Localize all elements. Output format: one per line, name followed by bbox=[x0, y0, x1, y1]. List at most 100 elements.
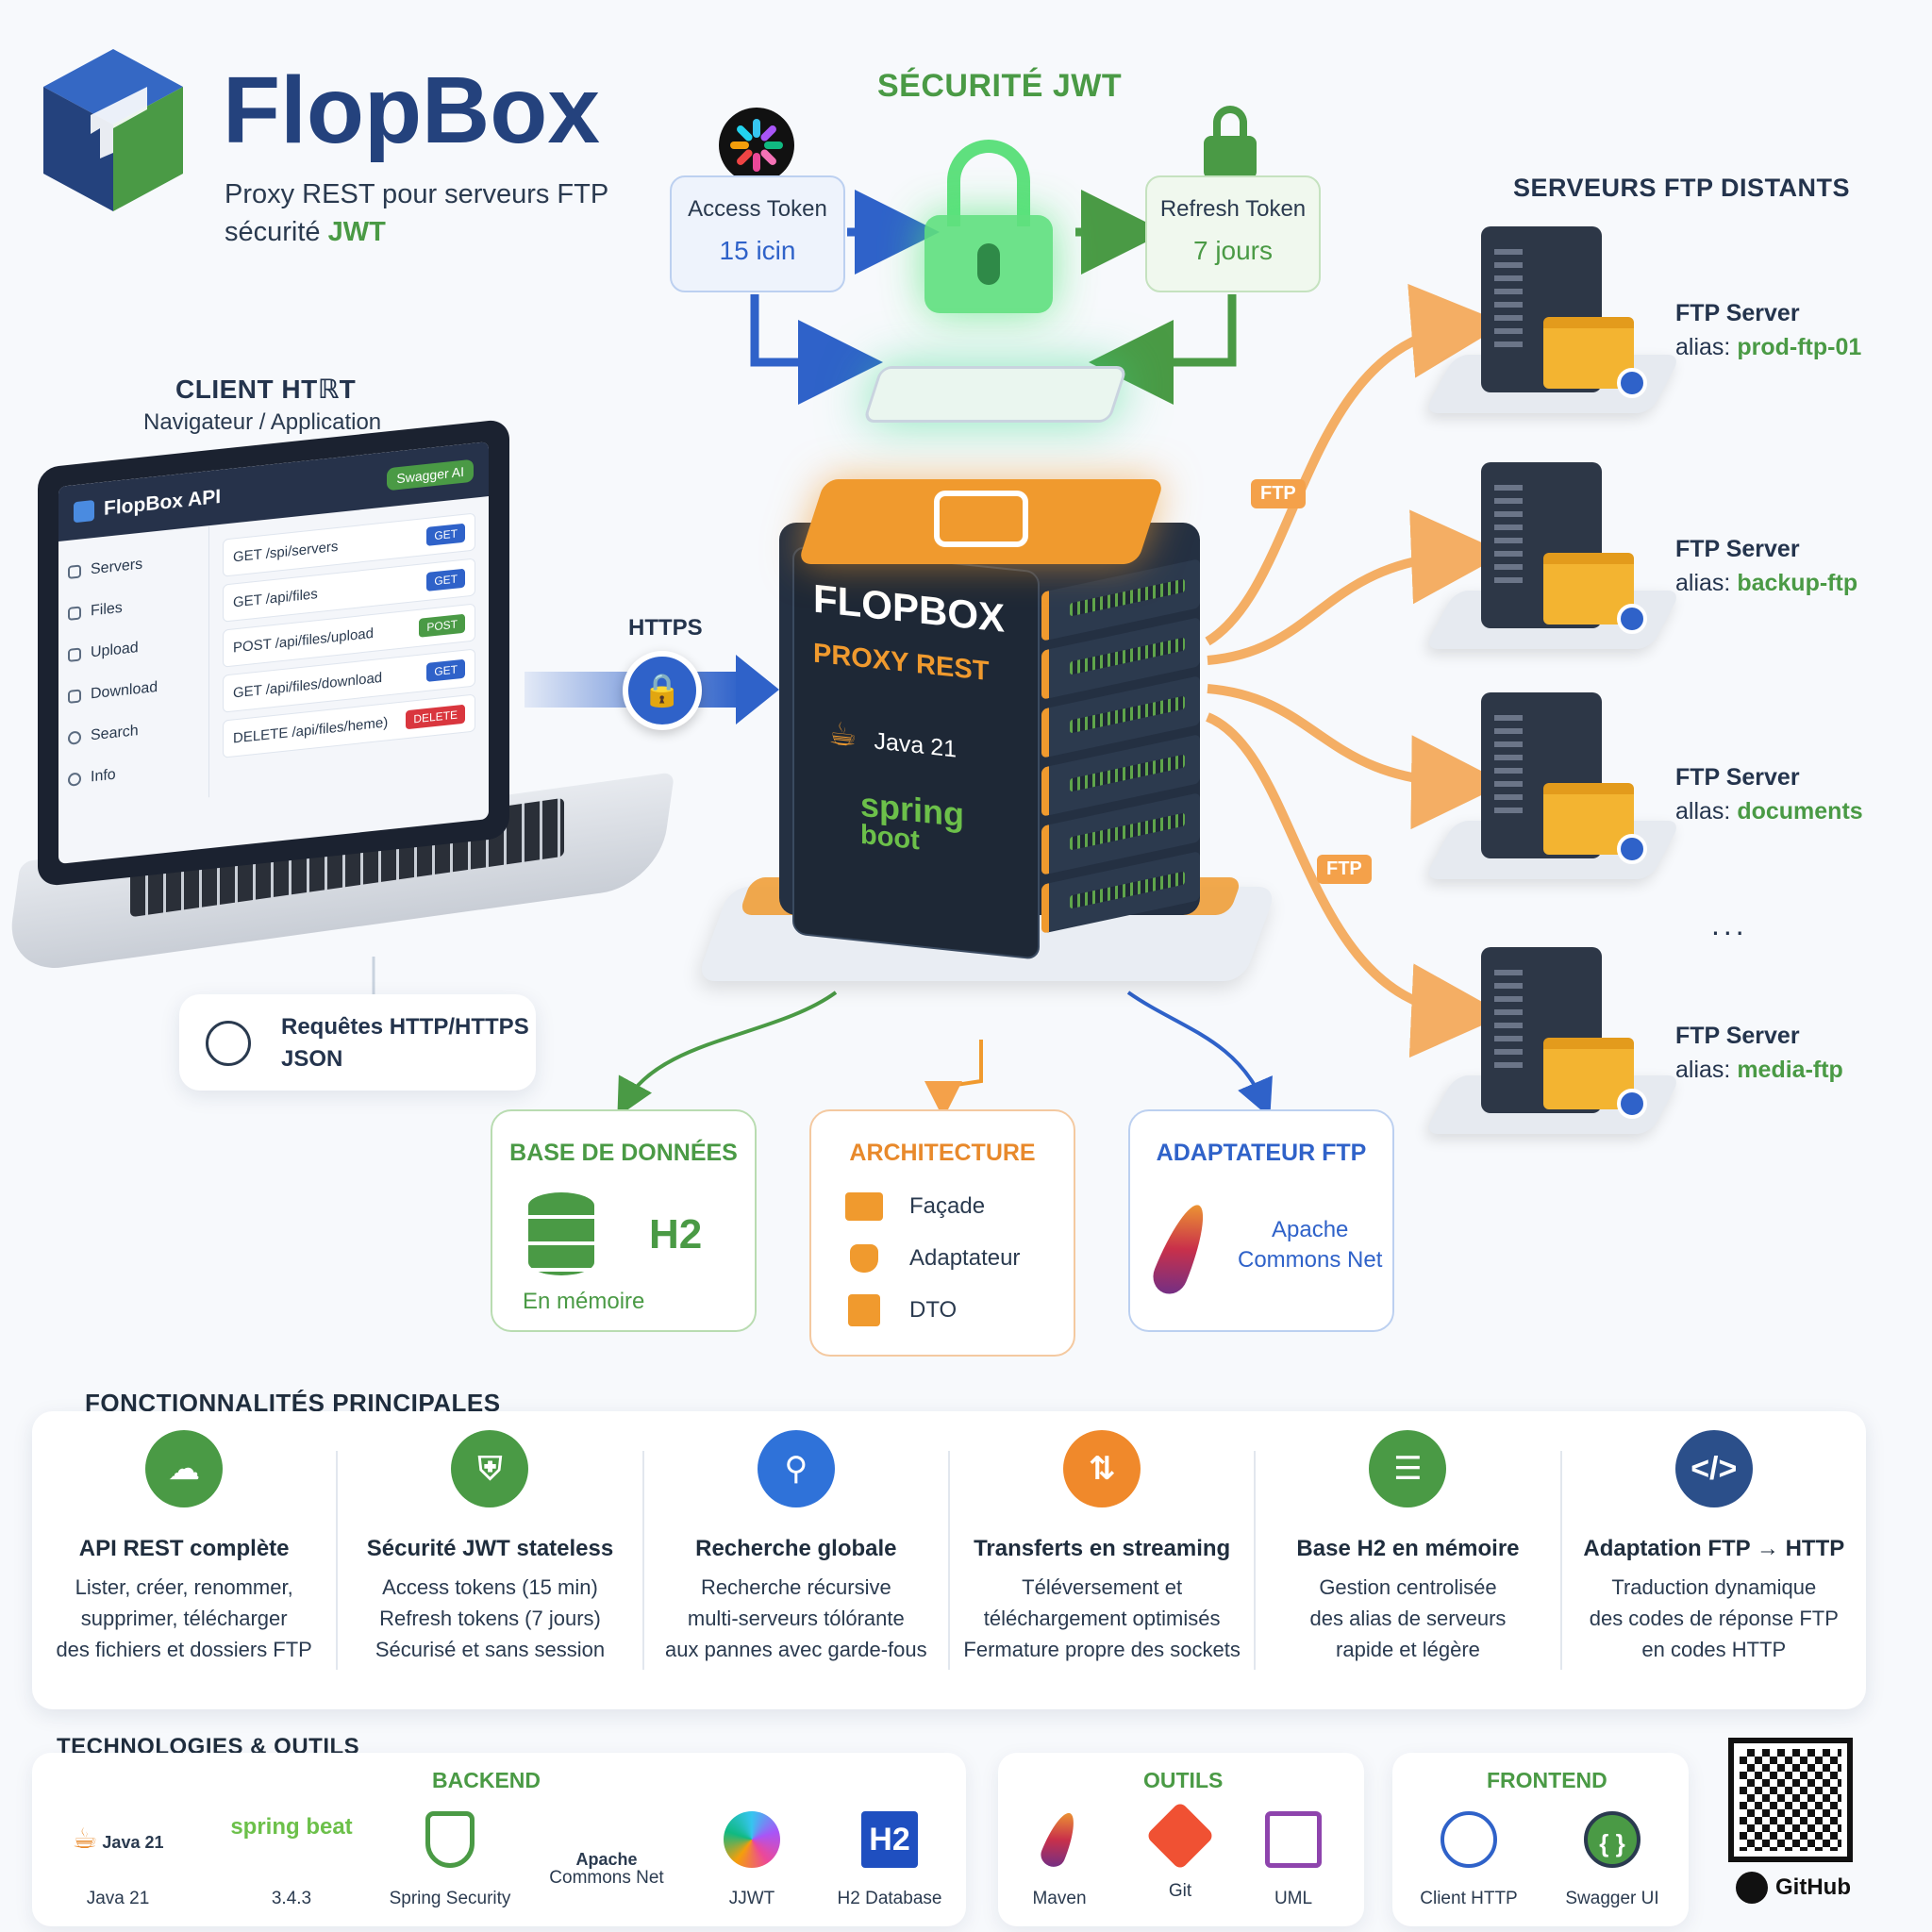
ftp-server-alias: backup-ftp bbox=[1737, 570, 1858, 596]
ftp-server-unit bbox=[1424, 943, 1682, 1141]
adapter-line2: Commons Net bbox=[1238, 1247, 1383, 1273]
access-token-value: 15 icin bbox=[719, 236, 796, 265]
feature-desc-line: Téléversement et bbox=[1022, 1575, 1183, 1599]
alias-prefix: alias: bbox=[1675, 334, 1731, 360]
info-icon bbox=[68, 772, 81, 787]
github-link[interactable]: GitHub bbox=[1736, 1872, 1851, 1904]
feature-desc-line: des fichiers et dossiers FTP bbox=[56, 1638, 312, 1661]
ftp-link-4 bbox=[1206, 712, 1506, 1058]
feature-desc-line: aux pannes avec garde-fous bbox=[665, 1638, 927, 1661]
feature-desc-line: Gestion centrolisée bbox=[1319, 1575, 1497, 1599]
ftp-server-unit bbox=[1424, 689, 1682, 887]
tools-title: OUTILS bbox=[1143, 1768, 1224, 1792]
database-icon: ☰ bbox=[1369, 1430, 1447, 1507]
ftp-server-unit bbox=[1424, 223, 1682, 421]
feature-desc-line: Recherche récursive bbox=[700, 1575, 891, 1599]
menu-label: Search bbox=[91, 723, 139, 744]
feature-desc-line: Fermature propre des sockets bbox=[963, 1638, 1241, 1661]
tech-label: Java 21 bbox=[86, 1889, 150, 1908]
feature-name: Sécurité JWT stateless bbox=[366, 1536, 614, 1561]
swagger-badge: Swagger AI bbox=[387, 458, 474, 491]
apache-feather-icon bbox=[1147, 1198, 1215, 1300]
globe-icon bbox=[1441, 1811, 1497, 1868]
ftp-link-2 bbox=[1207, 509, 1506, 665]
server-title: FLOPBOX bbox=[813, 575, 1006, 641]
jwt-lock-icon bbox=[924, 140, 1053, 313]
brand-subtitle-line2: sécurité JWT bbox=[225, 213, 608, 251]
refresh-token-label: Refresh Token bbox=[1159, 196, 1307, 222]
api-title: FlopBox API bbox=[104, 485, 222, 520]
db-link bbox=[617, 991, 838, 1118]
brand-logo-icon bbox=[34, 49, 192, 211]
requests-line2: JSON bbox=[281, 1046, 343, 1072]
globe-icon bbox=[1617, 834, 1647, 864]
feature-desc-line: Sécurisé et sans session bbox=[375, 1638, 606, 1661]
ftp-server-name: FTP Server bbox=[1675, 536, 1800, 562]
jjwt-logo-icon bbox=[719, 108, 794, 183]
adapter-link bbox=[1126, 991, 1273, 1118]
ftp-server-alias: prod-ftp-01 bbox=[1737, 334, 1862, 360]
tech-client-http: Client HTTP bbox=[1398, 1811, 1540, 1909]
globe-icon bbox=[206, 1021, 251, 1066]
java-icon: ☕ bbox=[828, 715, 858, 755]
plug-icon bbox=[850, 1243, 878, 1273]
box-icon bbox=[848, 1293, 880, 1326]
database-title: BASE DE DONNÉES bbox=[509, 1140, 738, 1166]
feature-desc-line: des alias de serveurs bbox=[1309, 1607, 1507, 1630]
ftp-server-unit bbox=[1424, 458, 1682, 657]
ftp-tag: FTP bbox=[1251, 479, 1306, 508]
jwt-title: SÉCURITÉ JWT bbox=[877, 68, 1123, 104]
code-icon: </> bbox=[1674, 1430, 1753, 1507]
feature-desc-line: des codes de réponse FTP bbox=[1589, 1607, 1839, 1630]
access-to-pad-arrow bbox=[750, 294, 883, 405]
method-badge: POST bbox=[419, 613, 465, 638]
maven-feather-icon bbox=[1037, 1808, 1082, 1871]
globe-icon bbox=[1617, 1089, 1647, 1119]
brand-name: FlopBox bbox=[223, 58, 600, 163]
brick-wall-icon bbox=[845, 1191, 883, 1221]
feature-name: Recherche globale bbox=[695, 1536, 897, 1561]
apache-feather-icon: Apache bbox=[575, 1850, 638, 1869]
tech-spring-security: Spring Security bbox=[379, 1811, 521, 1909]
java-label: Java 21 bbox=[874, 727, 958, 763]
server-racks bbox=[1041, 558, 1200, 934]
ftp-link-3 bbox=[1207, 684, 1506, 830]
cloud-icon: ☁ bbox=[145, 1430, 224, 1507]
tools-card: OUTILS Maven Git UML bbox=[998, 1753, 1364, 1926]
alias-prefix: alias: bbox=[1675, 1057, 1731, 1083]
tech-label: H2 Database bbox=[837, 1889, 942, 1908]
qr-code[interactable] bbox=[1728, 1738, 1853, 1862]
arch-item: Adaptateur bbox=[811, 1232, 1074, 1284]
requests-line1: Requêtes HTTP/HTTPS bbox=[281, 1014, 529, 1040]
feature-name: API REST complète bbox=[78, 1536, 290, 1561]
database-name: H2 bbox=[649, 1211, 703, 1257]
ftp-server-alias: documents bbox=[1737, 798, 1863, 824]
flopbox-logo-icon bbox=[934, 491, 1028, 547]
https-lock-icon: 🔒 bbox=[623, 651, 702, 730]
tech-label: Client HTTP bbox=[1420, 1889, 1518, 1908]
feature-name: Base H2 en mémoire bbox=[1296, 1536, 1520, 1561]
database-card: BASE DE DONNÉES H2 En mémoire bbox=[491, 1109, 757, 1332]
menu-label: Files bbox=[91, 599, 123, 620]
ftp-server-alias: media-ftp bbox=[1737, 1057, 1843, 1083]
tech-maven: Maven bbox=[989, 1808, 1130, 1909]
globe-icon bbox=[1617, 368, 1647, 398]
arch-item-label: Façade bbox=[909, 1192, 986, 1219]
tech-label: JJWT bbox=[728, 1889, 775, 1908]
server-icon bbox=[68, 564, 81, 579]
arch-item: DTO bbox=[811, 1284, 1074, 1336]
h2-icon: H2 bbox=[861, 1811, 918, 1868]
arch-item-label: DTO bbox=[909, 1296, 958, 1323]
access-token-label: Access Token bbox=[688, 196, 827, 222]
refresh-to-pad-arrow bbox=[1089, 294, 1237, 405]
subtitle-security: sécurité bbox=[225, 217, 321, 247]
